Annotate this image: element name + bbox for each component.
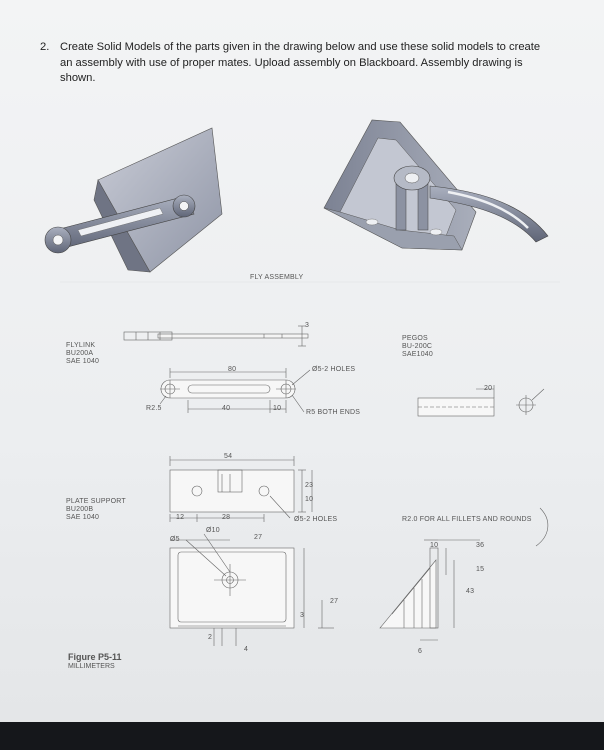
dim-plate-2: 2 [208, 634, 213, 641]
dim-flylink-thickness: 3 [305, 322, 310, 329]
dim-peg-length: 20 [484, 385, 493, 392]
right-peg-hole [404, 172, 420, 184]
right-link-slot [447, 190, 529, 229]
dim-flylink-length: 80 [228, 366, 237, 373]
flylink-name: FLYLINK [66, 342, 96, 349]
plate-support-code: BU200B [66, 506, 94, 513]
pegos-label: PEGOS BU-200C SAE1040 [402, 335, 433, 359]
figure-title: Figure P5-11 [68, 652, 122, 662]
pegos-code: BU-200C [402, 343, 433, 350]
dim-plate-width: 54 [224, 453, 233, 460]
dim-plate-d10: Ø10 [206, 527, 220, 534]
left-link-hole-a [52, 234, 64, 246]
plate-support-side-view [379, 507, 549, 641]
pegos-views [417, 385, 545, 417]
left-link-slot [77, 207, 164, 237]
flylink-material: SAE 1040 [66, 358, 100, 365]
left-isometric-view [44, 127, 223, 273]
dim-plate-3: 3 [300, 612, 305, 619]
right-base-hole-b [429, 228, 443, 236]
dim-plate-h2: 10 [305, 496, 314, 503]
plate-support-label: PLATE SUPPORT BU200B SAE 1040 [66, 498, 126, 522]
dim-flylink-slot: 40 [222, 405, 231, 412]
dim-side-36: 36 [476, 542, 485, 549]
question-text: Create Solid Models of the parts given i… [60, 41, 541, 84]
dim-side-6: 6 [418, 648, 423, 655]
dim-plate-h1: 23 [305, 482, 314, 489]
dim-flylink-holes: Ø5-2 HOLES [312, 366, 356, 373]
pegos-material: SAE1040 [402, 351, 433, 358]
question-number: 2. [40, 41, 50, 53]
dim-plate-27: 27 [254, 534, 263, 541]
dim-plate-4: 4 [244, 646, 249, 653]
monitor-bezel [0, 722, 604, 750]
pegos-name: PEGOS [402, 335, 428, 342]
fillets-note: R2.0 FOR ALL FILLETS AND ROUNDS [402, 516, 532, 523]
flylink-plan-view [159, 368, 311, 413]
left-link-hole-b [179, 201, 189, 211]
left-plate-top [97, 127, 223, 273]
dim-side-15: 15 [476, 566, 485, 573]
assembly-label: FLY ASSEMBLY [250, 274, 304, 281]
dim-plate-holes: Ø5-2 HOLES [294, 516, 338, 523]
plate-support-plan-view [169, 533, 334, 646]
flylink-code: BU200A [66, 350, 94, 357]
flylink-label: FLYLINK BU200A SAE 1040 [66, 342, 99, 366]
figure-caption: Figure P5-11 MILLIMETERS [68, 652, 122, 670]
right-link-arm [429, 185, 549, 243]
right-base-hole-a [365, 218, 379, 226]
dim-plate-28: 28 [222, 514, 231, 521]
right-isometric-view [323, 119, 549, 251]
plate-support-front-view [169, 456, 313, 522]
dim-flylink-ends: R5 BOTH ENDS [306, 409, 361, 416]
right-bracket-base [323, 207, 463, 251]
plate-support-material: SAE 1040 [66, 514, 100, 521]
dim-plate-d5: Ø5 [170, 536, 180, 543]
plate-support-name: PLATE SUPPORT [66, 498, 126, 505]
dim-plate-27v: 27 [330, 598, 339, 605]
dim-side-10: 10 [430, 542, 439, 549]
figure-units: MILLIMETERS [68, 663, 115, 670]
dim-side-43: 43 [466, 588, 475, 595]
dim-flylink-radius: R2.5 [146, 405, 162, 412]
dim-plate-12: 12 [176, 514, 185, 521]
flylink-edge-view [123, 325, 309, 347]
dim-flylink-end: 10 [273, 405, 282, 412]
document-page [0, 0, 604, 722]
